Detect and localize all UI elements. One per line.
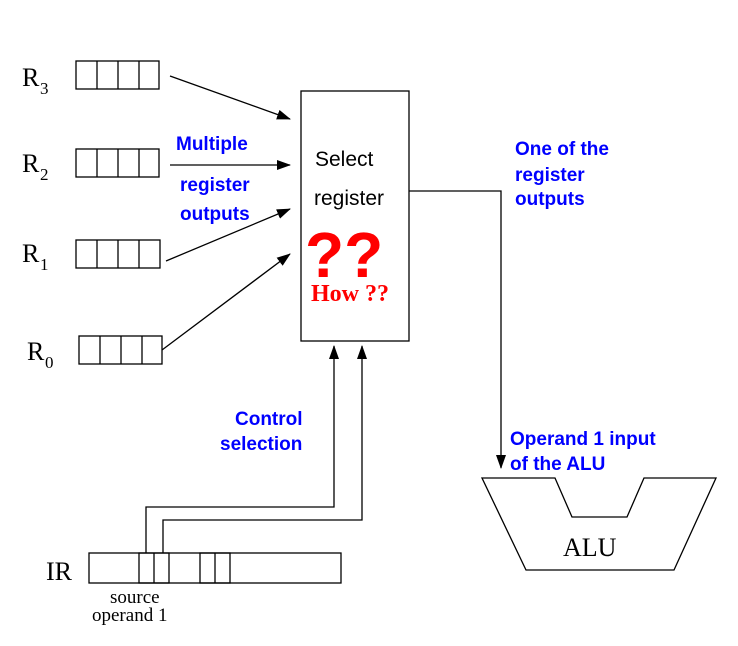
register-r3: R 3 [22, 60, 160, 98]
register-r3-letter: R [22, 63, 40, 92]
one-of-line1: One of the [515, 139, 609, 160]
register-r0: R 0 [27, 335, 163, 372]
operand-input-label: Operand 1 input of the ALU [510, 429, 656, 475]
ir-label: IR [46, 557, 73, 586]
multiple-line2: register [180, 175, 250, 196]
operand-line2: of the ALU [510, 454, 605, 475]
alu-label: ALU [563, 533, 617, 562]
select-line1: Select [315, 148, 374, 171]
arrow-r1 [165, 208, 291, 262]
register-r3-subscript: 3 [40, 79, 49, 98]
one-of-line2: register [515, 165, 585, 186]
how-label: How ?? [311, 281, 389, 307]
operand-line1: Operand 1 input [510, 429, 656, 450]
select-line2: register [314, 187, 384, 210]
multiple-line1: Multiple [176, 134, 248, 155]
ir-box [88, 552, 342, 584]
register-arrows [161, 75, 291, 351]
instruction-register: IR source operand 1 [46, 552, 342, 626]
multiple-register-outputs-label: Multiple register outputs [176, 134, 250, 225]
register-r3-box [75, 60, 160, 90]
source-line1: source [110, 587, 160, 608]
control-lines [145, 345, 367, 553]
control-line-a [145, 345, 339, 553]
alu: ALU [480, 477, 718, 571]
arrow-r0 [161, 253, 291, 351]
select-register-box: Select register ?? How ?? [300, 90, 410, 342]
register-r2: R 2 [22, 148, 160, 184]
register-r2-letter: R [22, 149, 40, 178]
register-r2-subscript: 2 [40, 165, 49, 184]
question-marks: ?? [305, 219, 383, 291]
register-r0-subscript: 0 [45, 353, 54, 372]
one-of-line3: outputs [515, 189, 585, 210]
register-r1: R 1 [22, 239, 161, 274]
source-line2: operand 1 [92, 605, 167, 626]
register-r1-box [75, 239, 161, 269]
output-line [409, 190, 506, 469]
control-line1: Control [235, 409, 303, 430]
one-of-outputs-label: One of the register outputs [515, 139, 609, 210]
control-selection-label: Control selection [220, 409, 303, 455]
register-r2-box [75, 148, 160, 178]
control-line2: selection [220, 434, 302, 455]
register-r0-box [78, 335, 163, 365]
multiple-line3: outputs [180, 204, 250, 225]
register-r0-letter: R [27, 337, 45, 366]
register-r1-subscript: 1 [40, 255, 49, 274]
arrow-r3 [169, 75, 291, 120]
control-line-b [162, 345, 367, 553]
register-r1-letter: R [22, 239, 40, 268]
